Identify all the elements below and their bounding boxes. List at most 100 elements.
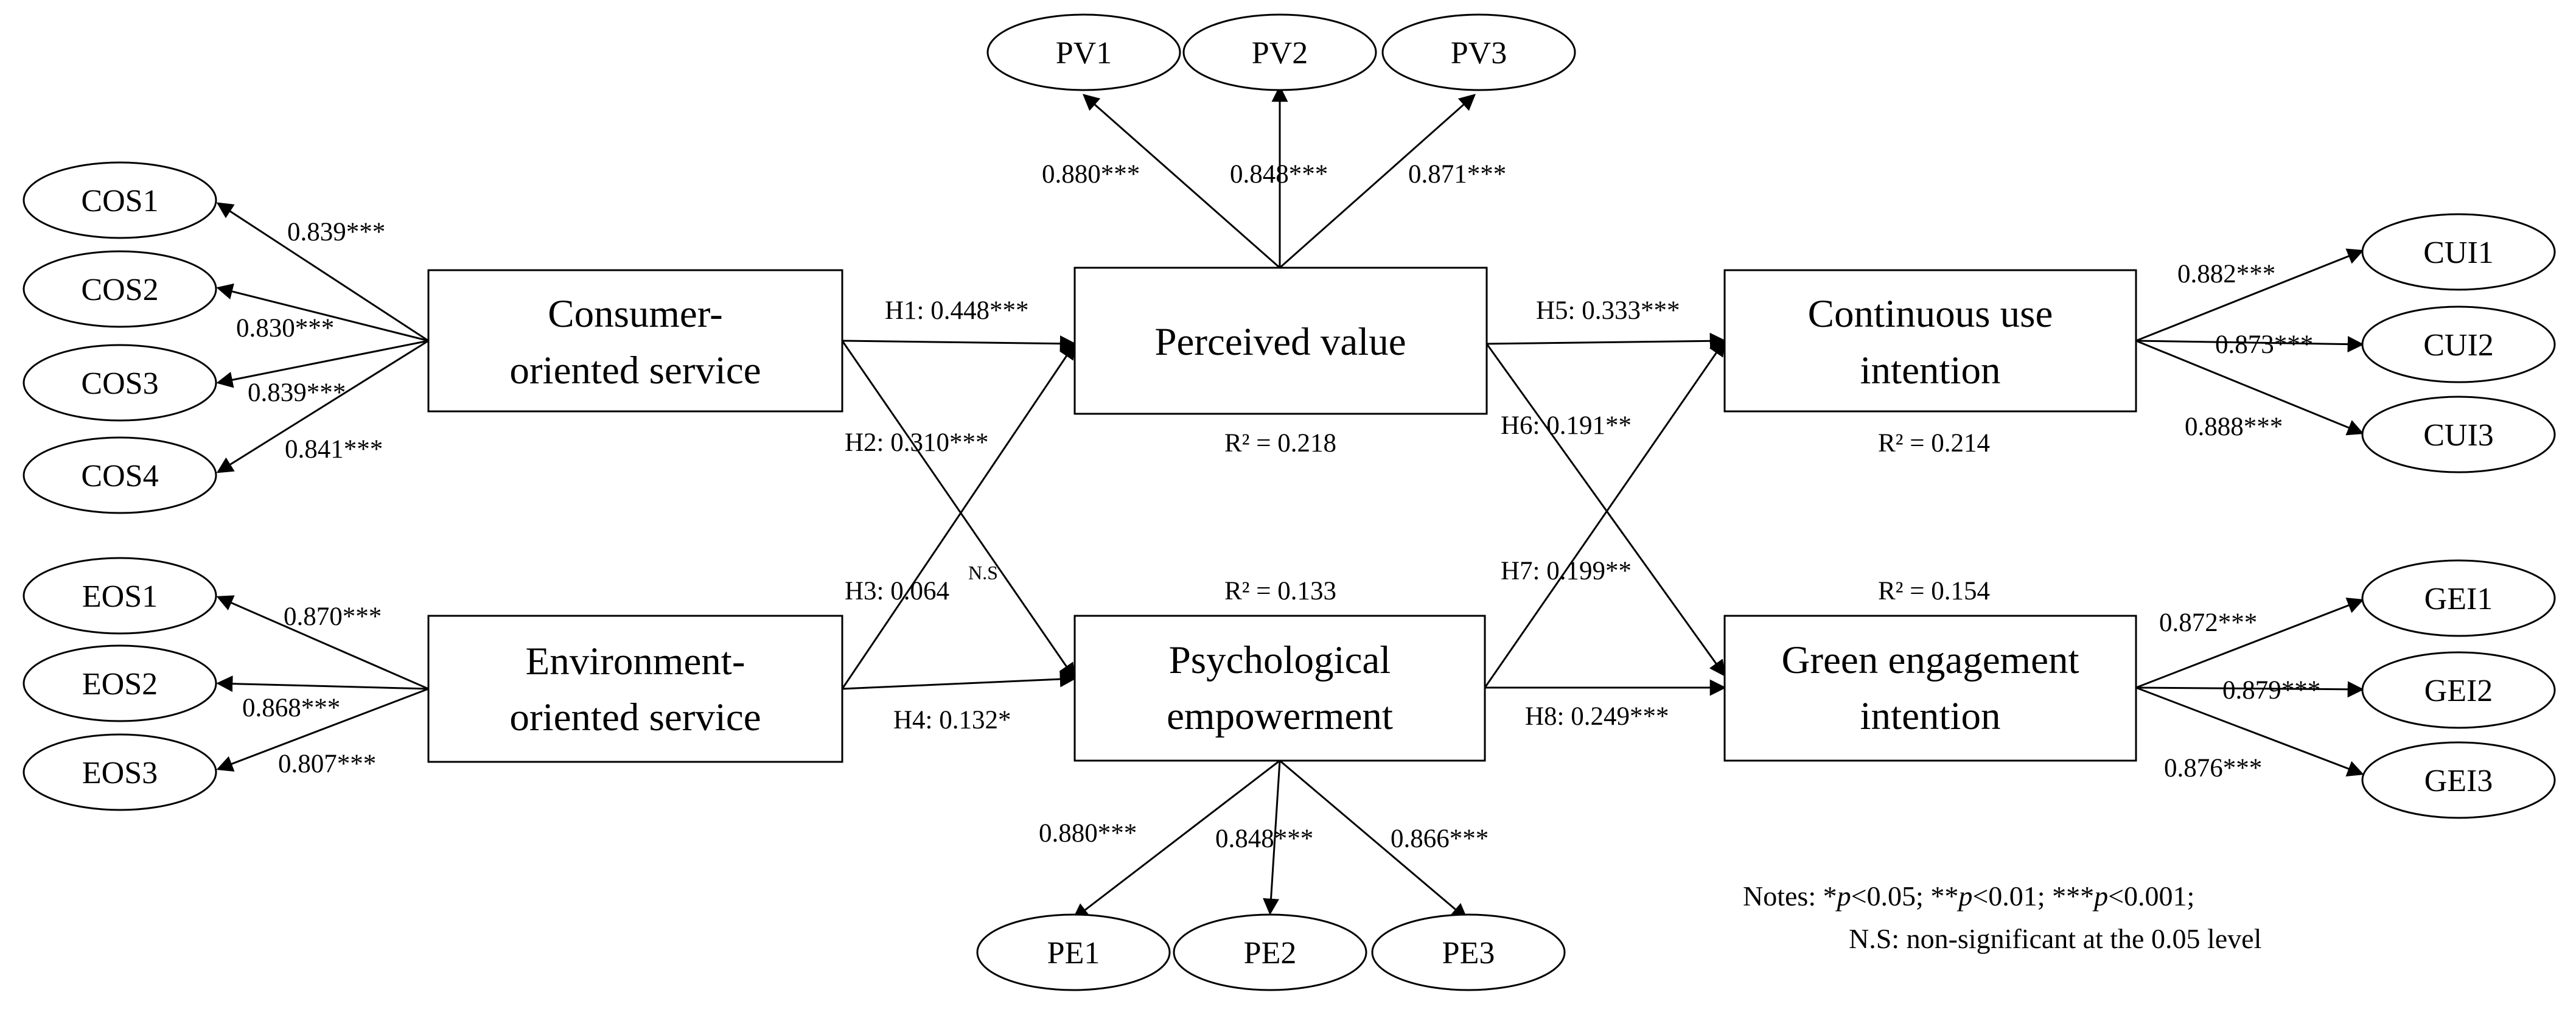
- construct-label: Environment-: [525, 640, 745, 683]
- path-h2: [841, 340, 1076, 680]
- arrow-cos4: [216, 340, 429, 473]
- arrow-cos1: [216, 202, 429, 342]
- loading-pv1: 0.880***: [1042, 160, 1140, 189]
- construct-label: empowerment: [1167, 694, 1393, 738]
- construct-label: Consumer-: [548, 292, 723, 336]
- construct-environment-oriented-service: Environment- oriented service: [427, 615, 843, 763]
- indicator-eos1: EOS1: [23, 557, 217, 635]
- measurement-arrows: [216, 85, 2364, 920]
- indicator-label: EOS1: [82, 579, 158, 614]
- indicator-label: COS4: [81, 459, 158, 494]
- loading-gei1: 0.872***: [2159, 609, 2257, 637]
- indicator-label: EOS2: [82, 667, 158, 702]
- construct-green-engagement-intention: Green engagement intention: [1723, 615, 2137, 762]
- indicator-pe3: PE3: [1371, 913, 1566, 991]
- indicator-label: PE3: [1442, 936, 1495, 971]
- structural-paths: [841, 332, 1726, 696]
- loading-pe2: 0.848***: [1215, 825, 1313, 853]
- indicator-label: CUI3: [2423, 418, 2494, 453]
- construct-label: Continuous use: [1808, 292, 2053, 336]
- arrow-eos1: [216, 595, 429, 690]
- arrow-cui2: [2135, 336, 2364, 353]
- loading-cos4: 0.841***: [285, 435, 383, 464]
- loading-eos1: 0.870***: [284, 602, 382, 631]
- indicators-pe: PE1 PE2 PE3: [976, 913, 1566, 991]
- construct-label: oriented service: [509, 696, 761, 739]
- loading-cui3: 0.888***: [2185, 413, 2283, 441]
- path-labels: H1: 0.448*** H2: 0.310*** H3: 0.064 N.S …: [845, 296, 1680, 734]
- construct-psychological-empowerment: Psychological empowerment: [1073, 615, 1486, 762]
- indicator-pv2: PV2: [1182, 13, 1377, 91]
- loading-gei3: 0.876***: [2164, 754, 2262, 783]
- indicators-cui: CUI1 CUI2 CUI3: [2361, 213, 2556, 473]
- arrow-pv1: [1082, 94, 1280, 269]
- arrow-eos3: [216, 688, 429, 772]
- indicator-cui1: CUI1: [2361, 213, 2556, 291]
- indicator-label: CUI2: [2423, 328, 2494, 363]
- indicator-cos4: COS4: [23, 436, 217, 514]
- indicator-eos2: EOS2: [23, 644, 217, 722]
- label-h7: H7: 0.199**: [1501, 557, 1632, 585]
- loading-cos1: 0.839***: [287, 218, 385, 246]
- indicator-gei1: GEI1: [2361, 559, 2556, 637]
- path-h3: [841, 342, 1076, 689]
- notes: Notes: *p<0.05; **p<0.01; ***p<0.001; N.…: [1743, 881, 2261, 954]
- indicator-label: COS2: [81, 273, 158, 307]
- indicator-cos1: COS1: [23, 161, 217, 239]
- label-h3-ns: N.S: [968, 562, 998, 584]
- loading-gei2: 0.879***: [2222, 676, 2320, 705]
- loading-pv3: 0.871***: [1408, 160, 1506, 189]
- construct-label: oriented service: [509, 349, 761, 392]
- r-squared-pv: R² = 0.218: [1224, 429, 1336, 458]
- path-h5: [1486, 332, 1726, 349]
- path-h7: [1484, 339, 1726, 688]
- label-h2: H2: 0.310***: [845, 428, 989, 457]
- indicator-label: GEI3: [2424, 764, 2493, 798]
- label-h5: H5: 0.333***: [1536, 296, 1680, 325]
- label-h4: H4: 0.132*: [893, 706, 1011, 734]
- loading-pv2: 0.848***: [1230, 160, 1328, 189]
- indicator-label: COS1: [81, 184, 158, 218]
- construct-perceived-value: Perceived value: [1073, 267, 1488, 415]
- arrow-cui1: [2135, 248, 2364, 342]
- indicator-eos3: EOS3: [23, 733, 217, 811]
- arrow-pe1: [1072, 759, 1280, 920]
- path-h1: [842, 335, 1077, 352]
- r-squared-labels: R² = 0.218 R² = 0.133 R² = 0.214 R² = 0.…: [1224, 429, 1990, 605]
- label-h8: H8: 0.249***: [1525, 702, 1669, 731]
- notes-line-1: Notes: *p<0.05; **p<0.01; ***p<0.001;: [1743, 881, 2194, 912]
- indicator-label: PE2: [1244, 936, 1297, 971]
- indicators-cos: COS1 COS2 COS3 COS4: [23, 161, 217, 514]
- indicator-pe2: PE2: [1173, 913, 1367, 991]
- indicator-pe1: PE1: [976, 913, 1171, 991]
- arrow-gei2: [2135, 681, 2364, 698]
- loading-labels: 0.839*** 0.830*** 0.839*** 0.841*** 0.87…: [236, 160, 2320, 853]
- construct-continuous-use-intention: Continuous use intention: [1723, 269, 2137, 413]
- construct-label: Green engagement: [1781, 638, 2079, 682]
- indicator-label: PV3: [1451, 36, 1507, 71]
- indicator-cos3: COS3: [23, 344, 217, 422]
- construct-consumer-oriented-service: Consumer- oriented service: [427, 269, 843, 413]
- path-h6: [1485, 343, 1726, 677]
- indicator-label: EOS3: [82, 756, 158, 790]
- arrow-eos2: [216, 675, 429, 692]
- loading-cos2: 0.830***: [236, 314, 334, 343]
- loading-pe1: 0.880***: [1039, 819, 1137, 848]
- label-h3: H3: 0.064: [845, 577, 949, 605]
- arrow-pe3: [1279, 759, 1468, 920]
- r-squared-cui: R² = 0.214: [1878, 429, 1990, 458]
- arrow-cos3: [216, 340, 429, 388]
- indicators-pv: PV1 PV2 PV3: [986, 13, 1576, 91]
- arrow-cui3: [2135, 340, 2364, 436]
- arrow-pe2: [1263, 760, 1281, 915]
- indicator-pv3: PV3: [1381, 13, 1576, 91]
- arrow-pv3: [1279, 94, 1476, 269]
- r-squared-gei: R² = 0.154: [1878, 577, 1990, 605]
- arrow-gei3: [2135, 686, 2364, 776]
- indicator-cos2: COS2: [23, 250, 217, 328]
- indicators-gei: GEI1 GEI2 GEI3: [2361, 559, 2556, 819]
- indicator-label: PV1: [1056, 36, 1112, 71]
- loading-cui1: 0.882***: [2177, 260, 2275, 288]
- indicator-label: COS3: [81, 366, 158, 401]
